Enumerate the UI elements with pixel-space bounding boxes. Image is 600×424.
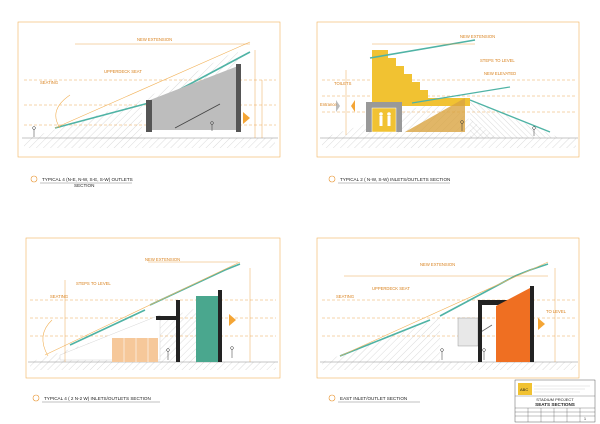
sightline (339, 261, 549, 357)
beige-room (112, 338, 158, 362)
label-new-extension: NEW EXTENSION (137, 37, 172, 42)
lower-seats (69, 309, 146, 346)
label-upper-seat: UPPERDECK SEAT (104, 69, 142, 74)
panel-frame (316, 237, 580, 379)
direction-arrow (336, 100, 340, 112)
direction-arrow (538, 318, 545, 330)
section-panel-2: NEW EXTENSION STEPS TO LEVEL NEW ELEVATE… (316, 21, 580, 184)
label-new-extension: NEW EXTENSION (420, 262, 455, 267)
panel-frame (17, 21, 281, 158)
caption-bullet (328, 394, 336, 402)
upper-seats (149, 263, 241, 306)
section-panel-4: NEW EXTENSION UPPERDECK SEAT SEATING TO … (316, 237, 580, 403)
caption: TYPICAL 4 ( 2 N-2 W) INLETS/OUTLETS SECT… (44, 396, 151, 401)
person-figures (440, 348, 486, 360)
caption: TYPICAL 2 ( N-W, S-W) INLETS/OUTLETS SEC… (340, 177, 450, 182)
outline-curve (55, 94, 71, 129)
caption: TYPICAL 4 (N-E, N-W, S-E, S-W) OUTLETS (42, 177, 133, 182)
panel-frame (316, 21, 580, 158)
caption-line-2: SECTION (74, 183, 94, 188)
ground-hatch (24, 50, 275, 148)
stair-core (457, 317, 479, 347)
label-seating: SEATING (336, 294, 354, 299)
lower-seats (339, 319, 431, 357)
sightline (54, 41, 251, 129)
logo-box (518, 383, 532, 395)
label-entrance: Entrance (320, 102, 337, 107)
label-seating: SEATING (40, 80, 58, 85)
title-block: ABC STADIUM PROJECT SEATS SECTIONS 1 (514, 379, 596, 423)
column (218, 290, 222, 362)
stair-side (405, 98, 465, 132)
direction-arrow (243, 112, 250, 124)
stair (174, 103, 221, 129)
orange-core (496, 288, 530, 362)
teal-core (196, 296, 218, 362)
title-grid (515, 408, 595, 422)
column (478, 304, 482, 362)
label-upper-seat: UPPERDECK SEAT (372, 286, 410, 291)
section-panel-3: NEW EXTENSION STEPS TO LEVEL SEATING TYP… (25, 237, 281, 403)
column (236, 64, 241, 132)
stair-mass (372, 50, 470, 106)
person-figures (460, 120, 536, 136)
sightline (44, 261, 241, 356)
sheet-number: 1 (584, 417, 586, 421)
lower-seats (54, 99, 161, 129)
logo-text: ABC (520, 387, 528, 392)
direction-arrow (351, 100, 355, 112)
person-figures (379, 112, 391, 126)
beam (156, 316, 180, 320)
column (146, 100, 152, 132)
label-toilets: TOILETS (334, 81, 352, 86)
panel-frame (25, 237, 281, 379)
column (176, 300, 180, 362)
outline-curve (42, 319, 53, 357)
concourse-wall (150, 66, 238, 130)
caption-bullet (30, 175, 38, 183)
slope-hatch (470, 100, 560, 138)
caption-bullet (328, 175, 336, 183)
label-ramp: NEW ELEVATED (484, 71, 516, 76)
sheet-title: SEATS SECTIONS (535, 402, 575, 407)
ground-hatch (322, 318, 576, 370)
person-figures (32, 121, 214, 137)
label-new-extension: NEW EXTENSION (460, 34, 495, 39)
label-to-level: TO LEVEL (546, 309, 567, 314)
direction-arrow (229, 314, 236, 326)
section-panel-1: NEW EXTENSION UPPERDECK SEAT SEATING TYP… (17, 21, 281, 188)
caption-bullet (32, 394, 40, 402)
toilet-frame (371, 107, 397, 133)
lower-seats (469, 99, 551, 133)
label-new-extension: NEW EXTENSION (145, 257, 180, 262)
label-seating: SEATING (50, 294, 68, 299)
person-figures (166, 346, 234, 360)
label-steps: STEPS TO LEVEL (76, 281, 111, 286)
caption: EAST INLET/OUTLET SECTION (340, 396, 407, 401)
ramp-seats (411, 86, 511, 104)
toilet-opening (372, 108, 396, 132)
column (530, 286, 534, 362)
upper-seats (369, 39, 476, 59)
project-name: STADIUM PROJECT (536, 397, 574, 402)
label-steps: STEPS TO LEVEL (480, 58, 515, 63)
